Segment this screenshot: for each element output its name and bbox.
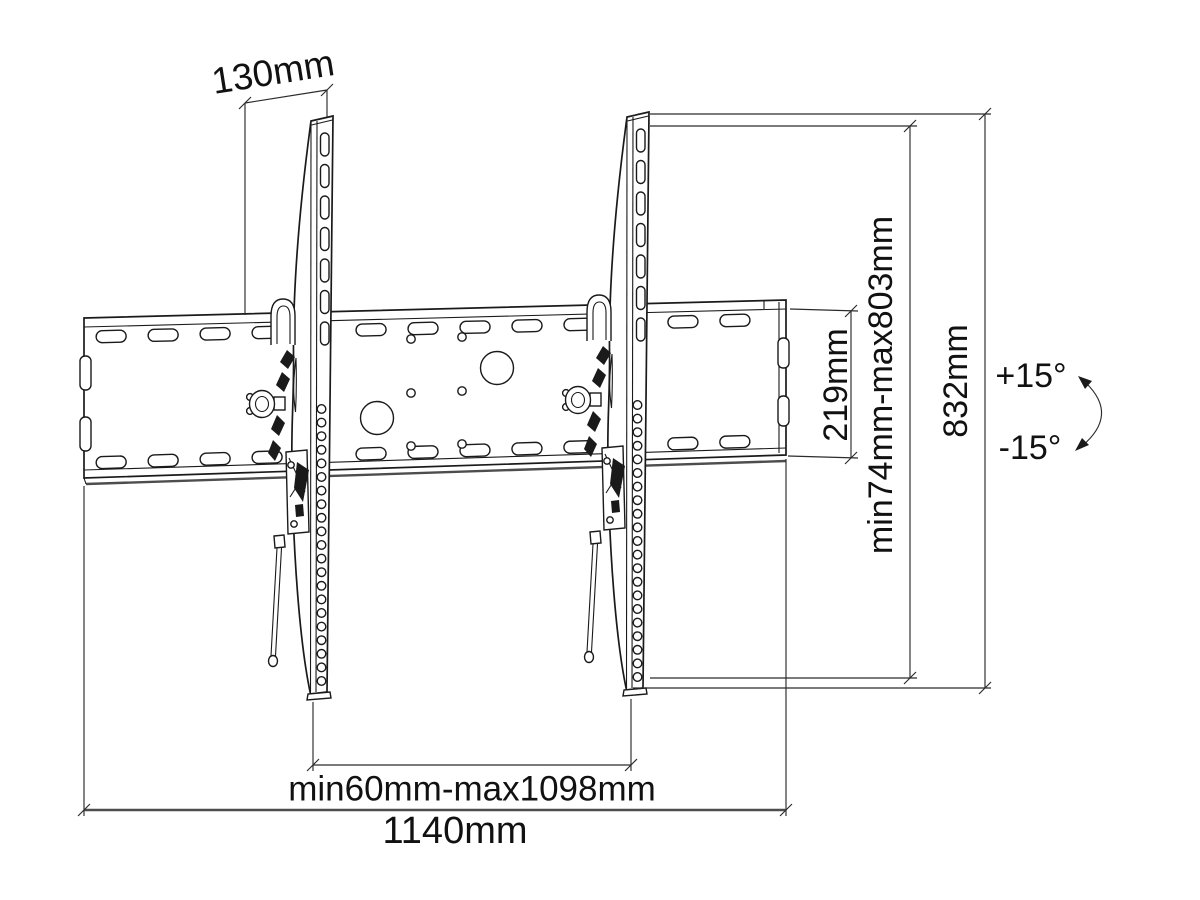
plate-end-slot	[79, 416, 92, 452]
plate-small-hole	[457, 439, 467, 449]
plate-slot	[199, 451, 231, 466]
vertical-adjustment-label: min74mm-max803mm	[862, 216, 900, 554]
plate-slot	[511, 441, 543, 456]
plate-small-hole	[406, 334, 416, 344]
tilt-arc	[1081, 382, 1103, 447]
plate-slot	[95, 455, 127, 470]
tilt-angle-annotation: +15° -15°	[995, 357, 1103, 467]
plate-small-hole	[406, 388, 416, 398]
extension-line	[787, 455, 859, 459]
plate-slot	[407, 445, 439, 460]
plate-slot	[459, 320, 491, 335]
plate-slot	[355, 322, 387, 337]
plate-slot	[147, 328, 179, 343]
plate-small-hole	[406, 441, 416, 451]
plate-large-hole	[479, 350, 515, 386]
arrowhead-down-icon	[1075, 438, 1089, 451]
tick	[77, 803, 793, 817]
tick	[306, 758, 638, 772]
tick	[238, 83, 334, 110]
plate-slot	[355, 446, 387, 461]
plate-large-hole	[359, 400, 395, 436]
plate-slot	[147, 453, 179, 468]
tilt-up-label: +15°	[995, 357, 1066, 395]
dimension-1140mm: 1140mm	[77, 459, 793, 852]
arm-spacing-label: min60mm-max1098mm	[288, 770, 656, 809]
plate-slot	[719, 313, 751, 328]
dimension-832mm: 832mm	[633, 107, 992, 695]
bracket-offset-label: 130mm	[209, 42, 337, 102]
arrowhead-up-icon	[1078, 376, 1092, 389]
plate-slot	[407, 321, 439, 336]
extension-line	[789, 308, 859, 312]
plate-end-slot	[777, 337, 790, 369]
plate-slot	[95, 329, 127, 344]
dimension-min74-max803: min74mm-max803mm	[650, 119, 917, 685]
plate-bottom-fold	[83, 447, 787, 471]
dimension-min60-max1098: min60mm-max1098mm	[288, 699, 656, 809]
tick	[844, 304, 858, 465]
plate-small-hole	[457, 386, 467, 396]
tick	[978, 107, 992, 695]
plate-height-label: 219mm	[817, 328, 855, 441]
plate-top-fold	[83, 308, 787, 328]
plate-bottom-flange	[85, 459, 787, 486]
dimension-219mm: 219mm	[787, 304, 859, 465]
plate-flange-corner	[83, 477, 87, 485]
plate-small-hole	[457, 332, 467, 342]
tick	[903, 119, 917, 685]
plate-slot	[667, 436, 699, 451]
wall-plate	[79, 299, 790, 486]
plate-end-slot	[79, 355, 92, 391]
tilt-down-label: -15°	[999, 429, 1062, 467]
arm-height-label: 832mm	[937, 324, 975, 437]
plate-slot	[459, 443, 491, 458]
dimension-line	[244, 89, 328, 104]
plate-slot	[511, 318, 543, 333]
plate-width-label: 1140mm	[382, 810, 527, 852]
plate-slot	[199, 326, 231, 341]
plate-end-slot	[777, 395, 790, 427]
plate-slot	[719, 434, 751, 449]
plate-slot	[667, 314, 699, 329]
